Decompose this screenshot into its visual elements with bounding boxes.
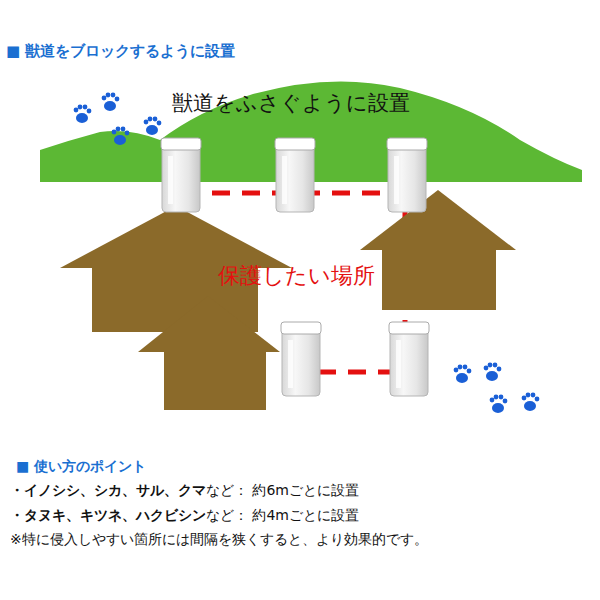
animal-list: ・イノシシ、シカ、サル、クマ — [10, 482, 206, 499]
house — [60, 190, 516, 410]
section-heading: ■ 獣道をブロックするように設置 — [6, 42, 235, 60]
hill-label: 獣道をふさぐように設置 — [172, 91, 410, 116]
animal-list: ・タヌキ、キツネ、ハクビシン — [10, 507, 206, 524]
interval-note: など： 約4mごとに設置 — [206, 507, 359, 524]
section-heading: ■ 使い方のポイント — [16, 458, 146, 475]
interval-note: など： 約6mごとに設置 — [206, 482, 359, 499]
footnote: ※特に侵入しやすい箇所には間隔を狭くすると、より効果的です。 — [10, 531, 428, 548]
area-label: 保護したい場所 — [218, 263, 375, 289]
